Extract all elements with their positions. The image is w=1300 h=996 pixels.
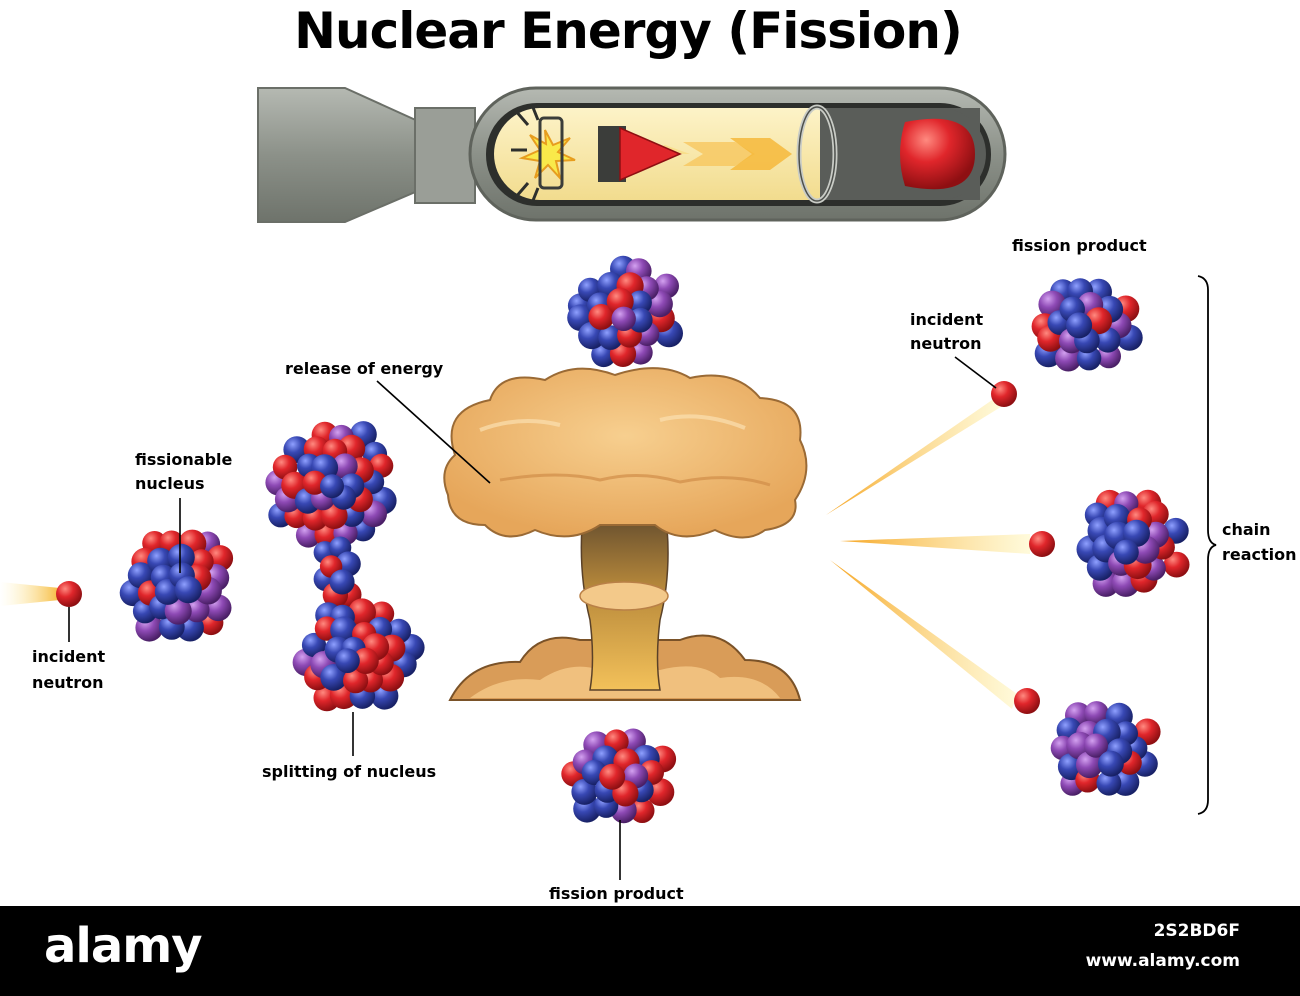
fission-product-top-center: [567, 255, 683, 368]
label-chain-reaction-1: chain: [1222, 520, 1271, 539]
fission-product-right-middle: [1076, 489, 1190, 597]
emitted-neutron-beams: [826, 398, 1030, 709]
label-fissionable-nucleus-2: nucleus: [135, 474, 205, 493]
nucleon: [1066, 312, 1093, 339]
label-fissionable-nucleus-1: fissionable: [135, 450, 233, 469]
nucleon: [598, 325, 623, 350]
label-fission-product-top: fission product: [1012, 236, 1147, 255]
neutron-middle-right: [1029, 531, 1055, 557]
nucleon: [627, 290, 652, 315]
image-id: 2S2BD6F: [1153, 921, 1240, 941]
nucleon: [588, 304, 615, 330]
fissionable-nucleus: [119, 529, 234, 642]
label-chain-reaction-2: reaction: [1222, 545, 1297, 564]
incident-neutron-beam-left: [0, 582, 60, 606]
nucleon: [1076, 751, 1103, 779]
nucleon: [335, 648, 360, 673]
fission-diagram: [0, 86, 1217, 880]
nucleon: [348, 598, 376, 627]
watermark-footer: alamy 2S2BD6F www.alamy.com: [0, 906, 1300, 996]
nucleon: [1113, 539, 1139, 565]
fission-product-right-top: [1031, 278, 1143, 372]
mushroom-cloud: [443, 367, 808, 701]
fission-product-bottom-center: [561, 728, 677, 824]
nucleon: [611, 306, 636, 331]
nucleon: [1098, 750, 1124, 777]
nucleon: [352, 647, 379, 675]
nucleon: [174, 576, 202, 604]
leader-lines: [68, 356, 997, 880]
nucleon: [320, 474, 344, 499]
label-incident-neutron-right-1: incident: [910, 310, 984, 329]
incident-neutron-left: [56, 581, 82, 607]
chain-reaction-brace: [1197, 275, 1217, 815]
stock-id: 2S2BD6F www.alamy.com: [1086, 916, 1240, 976]
label-incident-neutron-left-2: neutron: [32, 673, 104, 692]
label-fission-product-bottom: fission product: [549, 884, 684, 903]
atomic-bomb-illustration: [257, 86, 1007, 223]
label-release-of-energy: release of energy: [285, 359, 444, 378]
fission-product-right-bottom: [1050, 701, 1161, 796]
nucleon: [646, 778, 675, 806]
alamy-logo: alamy: [44, 918, 203, 974]
nucleon: [329, 569, 355, 595]
neutron-bottom-right: [1014, 688, 1040, 714]
splitting-nucleus-bottom: [292, 598, 425, 712]
nucleon: [332, 453, 358, 479]
nucleon: [571, 778, 598, 805]
label-incident-neutron-right-2: neutron: [910, 334, 982, 353]
site-url: www.alamy.com: [1085, 951, 1240, 971]
nucleon: [1096, 770, 1122, 796]
nucleon: [1084, 701, 1109, 726]
splitting-nucleus-top: [265, 421, 397, 548]
neutron-top-right: [991, 381, 1017, 407]
nucleon: [1083, 733, 1108, 758]
diagram-title: Nuclear Energy (Fission): [294, 2, 963, 60]
nucleon: [1163, 551, 1190, 578]
nucleon: [301, 632, 327, 658]
nucleon: [629, 798, 655, 823]
label-incident-neutron-left-1: incident: [32, 647, 106, 666]
nucleon: [599, 763, 626, 790]
label-splitting-of-nucleus: splitting of nucleus: [262, 762, 437, 781]
nucleon: [343, 668, 369, 694]
